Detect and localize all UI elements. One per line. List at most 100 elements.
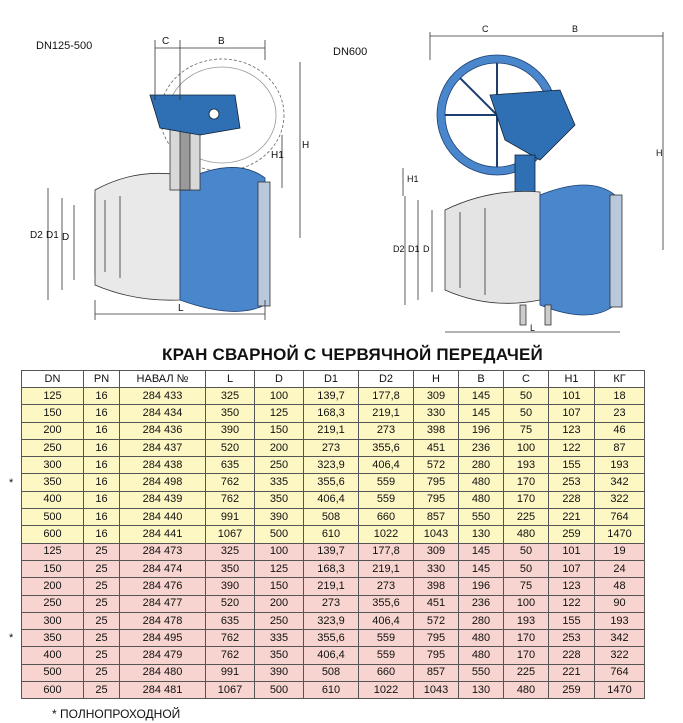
- table-cell: 200: [254, 438, 304, 458]
- table-cell: 600: [21, 681, 84, 700]
- table-cell: 100: [503, 594, 549, 613]
- table-cell: 122: [548, 438, 595, 458]
- table-cell: 451: [413, 438, 459, 458]
- table-cell: 350: [254, 646, 304, 665]
- table-cell: 18: [594, 386, 645, 406]
- table-cell: 284 441: [119, 525, 206, 544]
- left-model-label: DN125-500: [36, 40, 93, 52]
- column-header: D2: [358, 370, 414, 388]
- table-cell: 24: [594, 559, 645, 579]
- spec-title: КРАН СВАРНОЙ С ЧЕРВЯЧНОЙ ПЕРЕДАЧЕЙ: [162, 345, 543, 364]
- table-cell: 150: [254, 577, 304, 596]
- table-cell: 228: [548, 646, 595, 665]
- table-cell: 350: [21, 629, 84, 648]
- table-cell: 170: [503, 473, 549, 492]
- right-dim-h: H: [656, 148, 663, 158]
- table-cell: 168,3: [303, 404, 359, 423]
- table-cell: 150: [21, 404, 84, 423]
- table-cell: 200: [21, 577, 84, 596]
- table-cell: 991: [205, 663, 255, 683]
- left-valve-drawing: [47, 40, 301, 320]
- table-cell: 480: [503, 681, 549, 700]
- table-cell: 25: [83, 611, 120, 631]
- table-cell: 350: [21, 473, 84, 492]
- table-cell: 155: [548, 611, 595, 631]
- table-cell: 273: [303, 594, 359, 613]
- table-cell: 25: [83, 577, 120, 596]
- table-cell: 635: [205, 611, 255, 631]
- table-cell: 284 440: [119, 508, 206, 527]
- valve-drawings-svg: [47, 32, 664, 333]
- table-cell: 122: [548, 594, 595, 613]
- table-cell: 284 481: [119, 681, 206, 700]
- table-cell: 130: [458, 681, 504, 700]
- table-cell: 19: [594, 542, 645, 561]
- table-cell: 16: [83, 438, 120, 458]
- table-cell: 150: [21, 559, 84, 579]
- table-cell: 406,4: [358, 611, 414, 631]
- table-cell: 795: [413, 473, 459, 492]
- table-cell: 400: [21, 646, 84, 665]
- table-cell: 273: [303, 438, 359, 458]
- table-cell: 635: [205, 456, 255, 475]
- table-cell: 610: [303, 681, 359, 700]
- table-cell: 219,1: [358, 404, 414, 423]
- table-cell: 284 478: [119, 611, 206, 631]
- table-cell: 762: [205, 646, 255, 665]
- table-cell: 342: [594, 629, 645, 648]
- left-dim-d: D: [62, 232, 70, 243]
- table-cell: 284 498: [119, 473, 206, 492]
- table-cell: 550: [458, 508, 504, 527]
- table-cell: 48: [594, 577, 645, 596]
- table-cell: 130: [458, 525, 504, 544]
- table-cell: 300: [21, 456, 84, 475]
- table-cell: 200: [21, 421, 84, 440]
- table-cell: 559: [358, 629, 414, 648]
- column-header: H: [413, 370, 459, 388]
- table-cell: 355,6: [303, 629, 359, 648]
- table-cell: 1470: [594, 525, 645, 544]
- table-cell: 284 479: [119, 646, 206, 665]
- right-dim-b: B: [572, 24, 579, 34]
- table-cell: 145: [458, 559, 504, 579]
- table-cell: 400: [21, 490, 84, 510]
- table-cell: 762: [205, 490, 255, 510]
- table-cell: 125: [254, 559, 304, 579]
- left-dim-d1: D1: [46, 230, 59, 241]
- table-cell: 660: [358, 508, 414, 527]
- table-cell: 25: [83, 663, 120, 683]
- table-cell: 250: [21, 594, 84, 613]
- table-cell: 16: [83, 525, 120, 544]
- table-cell: 75: [503, 577, 549, 596]
- table-cell: 355,6: [358, 438, 414, 458]
- table-cell: 168,3: [303, 559, 359, 579]
- column-header: B: [458, 370, 504, 388]
- table-cell: 284 474: [119, 559, 206, 579]
- table-cell: 123: [548, 421, 595, 440]
- table-cell: 284 495: [119, 629, 206, 648]
- table-cell: 259: [548, 681, 595, 700]
- table-cell: 500: [21, 663, 84, 683]
- valve-drawings: DN125-500 DN600 C B H1 H D2 D1 D L C B H…: [0, 0, 683, 340]
- table-cell: 355,6: [303, 473, 359, 492]
- table-cell: 600: [21, 525, 84, 544]
- full-bore-marker-pn16: *: [9, 477, 14, 489]
- table-cell: 250: [254, 456, 304, 475]
- table-cell: 406,4: [358, 456, 414, 475]
- table-cell: 500: [254, 681, 304, 700]
- table-cell: 170: [503, 629, 549, 648]
- table-cell: 193: [594, 456, 645, 475]
- table-cell: 508: [303, 663, 359, 683]
- table-cell: 125: [254, 404, 304, 423]
- table-cell: 1043: [413, 681, 459, 700]
- table-cell: 1022: [358, 681, 414, 700]
- table-cell: 273: [358, 421, 414, 440]
- table-cell: 610: [303, 525, 359, 544]
